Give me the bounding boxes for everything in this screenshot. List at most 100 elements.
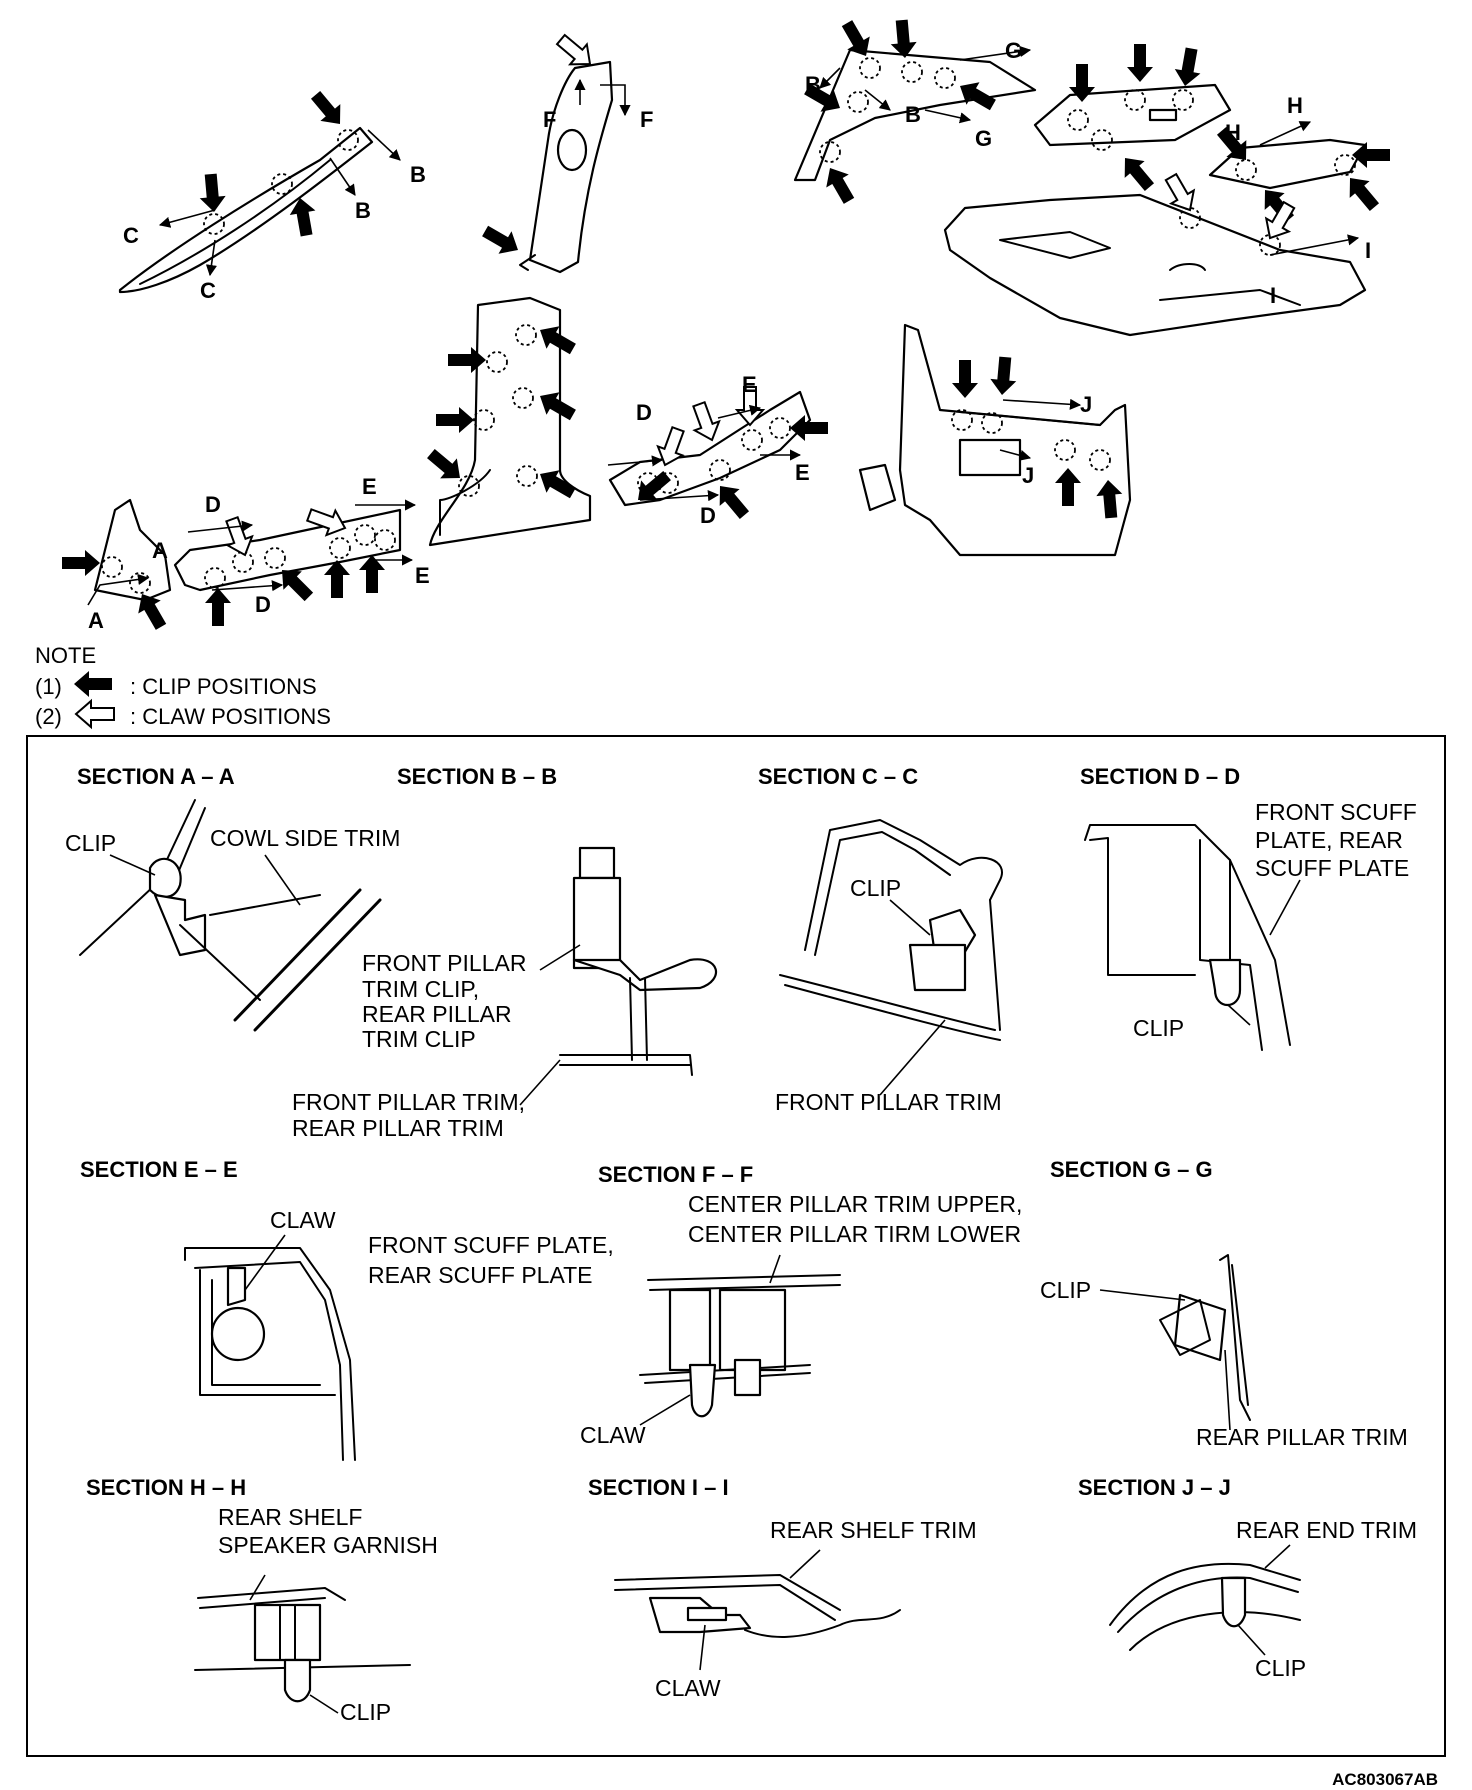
letter-d-3: D (636, 400, 652, 425)
section-b-label-3: REAR PILLAR (362, 1001, 512, 1027)
section-j-label-ret: REAR END TRIM (1236, 1517, 1417, 1543)
letter-f-1: F (543, 107, 556, 132)
letter-e-1: E (362, 474, 377, 499)
section-f-label-2: CENTER PILLAR TIRM LOWER (688, 1221, 1021, 1247)
center-pillar-trim-upper-part (478, 28, 614, 274)
section-b-label-6: REAR PILLAR TRIM (292, 1115, 504, 1141)
section-i-title: SECTION I – I (588, 1475, 729, 1500)
section-h-title: SECTION H – H (86, 1475, 246, 1500)
letter-d-4: D (700, 503, 716, 528)
section-d-label-2: PLATE, REAR (1255, 827, 1403, 853)
letter-b-3: B (805, 72, 821, 97)
letter-i-2: I (1270, 283, 1276, 308)
section-d-label-clip: CLIP (1133, 1015, 1184, 1041)
section-b-label-4: TRIM CLIP (362, 1026, 476, 1052)
section-c-c: SECTION C – C CLIP FRONT PILLAR TRIM (758, 764, 1003, 1115)
rear-shelf-speaker-garnish-right-part (1208, 122, 1390, 228)
letter-b-2: B (355, 198, 371, 223)
letter-c-2: C (200, 278, 216, 303)
letter-a-2: A (152, 538, 168, 563)
section-e-title: SECTION E – E (80, 1157, 238, 1182)
note-item-1-num: (1) (35, 674, 62, 699)
letter-a-1: A (88, 608, 104, 633)
letter-b-1: B (410, 162, 426, 187)
section-b-title: SECTION B – B (397, 764, 557, 789)
note-item-1-text: : CLIP POSITIONS (130, 674, 317, 699)
section-d-title: SECTION D – D (1080, 764, 1240, 789)
section-c-label-fpt: FRONT PILLAR TRIM (775, 1089, 1002, 1115)
rear-scuff-plate-part (608, 386, 828, 524)
note-item-2-text: : CLAW POSITIONS (130, 704, 331, 729)
note-legend: NOTE (1) : CLIP POSITIONS (2) : CLAW POS… (35, 643, 331, 729)
letter-i-1: I (1365, 238, 1371, 263)
section-c-label-clip: CLIP (850, 875, 901, 901)
section-c-title: SECTION C – C (758, 764, 918, 789)
rear-end-trim-part (858, 323, 1132, 557)
section-g-title: SECTION G – G (1050, 1157, 1213, 1182)
section-i-label-claw: CLAW (655, 1675, 721, 1701)
section-i-i: SECTION I – I REAR SHELF TRIM CLAW (588, 1475, 977, 1701)
section-g-label-clip: CLIP (1040, 1277, 1091, 1303)
section-e-e: SECTION E – E CLAW FRONT SCUFF PLATE, RE… (80, 1157, 614, 1461)
section-a-label-clip: CLIP (65, 830, 116, 856)
letter-d-2: D (255, 592, 271, 617)
section-h-label-2: SPEAKER GARNISH (218, 1532, 438, 1558)
letter-c-1: C (123, 223, 139, 248)
hollow-arrow-icon (75, 700, 115, 728)
section-e-label-1: FRONT SCUFF PLATE, (368, 1232, 614, 1258)
section-j-label-clip: CLIP (1255, 1655, 1306, 1681)
rear-shelf-speaker-garnish-part (1033, 44, 1232, 196)
section-d-label-1: FRONT SCUFF (1255, 799, 1417, 825)
section-h-label-clip: CLIP (340, 1699, 391, 1725)
section-a-a: SECTION A – A CLIP COWL SIDE TRIM (65, 764, 400, 1032)
section-b-label-1: FRONT PILLAR (362, 950, 526, 976)
note-item-2-num: (2) (35, 704, 62, 729)
section-b-b: SECTION B – B FRONT PILLAR TRIM CLIP, RE… (292, 764, 718, 1141)
section-f-label-1: CENTER PILLAR TRIM UPPER, (688, 1191, 1022, 1217)
section-e-label-claw: CLAW (270, 1207, 336, 1233)
rear-pillar-trim-part (793, 16, 1037, 208)
letter-f-2: F (640, 107, 653, 132)
letter-e-3: E (742, 372, 757, 397)
section-f-label-claw: CLAW (580, 1422, 646, 1448)
front-pillar-trim-part (118, 86, 374, 294)
letter-j-1: J (1080, 392, 1092, 417)
letter-h-1: H (1287, 93, 1303, 118)
section-b-label-5: FRONT PILLAR TRIM, (292, 1089, 525, 1115)
section-e-label-2: REAR SCUFF PLATE (368, 1262, 593, 1288)
letter-e-2: E (415, 563, 430, 588)
section-f-f: SECTION F – F CENTER PILLAR TRIM UPPER, … (580, 1162, 1022, 1448)
note-heading: NOTE (35, 643, 96, 668)
section-a-label-cowl: COWL SIDE TRIM (210, 825, 400, 851)
section-h-h: SECTION H – H REAR SHELF SPEAKER GARNISH… (86, 1475, 438, 1725)
letter-g-2: G (975, 126, 992, 151)
solid-arrow-icon (74, 671, 112, 697)
letter-d-1: D (205, 492, 221, 517)
section-letter-callouts: A A B B B B C C D D D D E E E E F F G G … (88, 38, 1371, 633)
exploded-view: A A B B B B C C D D D D E E E E F F G G … (62, 16, 1390, 634)
section-g-label-rpt: REAR PILLAR TRIM (1196, 1424, 1408, 1450)
document-code: AC803067AB (1332, 1770, 1438, 1789)
letter-g-1: G (1005, 38, 1022, 63)
center-pillar-trim-lower-part (422, 296, 592, 547)
section-a-title: SECTION A – A (77, 764, 235, 789)
cutting-plane-lines (87, 45, 1360, 606)
section-h-label-1: REAR SHELF (218, 1504, 362, 1530)
section-b-label-2: TRIM CLIP, (362, 976, 479, 1002)
section-j-title: SECTION J – J (1078, 1475, 1231, 1500)
section-j-j: SECTION J – J REAR END TRIM CLIP (1078, 1475, 1417, 1681)
letter-e-4: E (795, 460, 810, 485)
letter-j-2: J (1022, 463, 1034, 488)
cowl-side-trim-part (62, 498, 173, 634)
section-d-d: SECTION D – D FRONT SCUFF PLATE, REAR SC… (1080, 764, 1417, 1051)
letter-h-2: H (1225, 120, 1241, 145)
rear-shelf-trim-part (943, 169, 1367, 337)
sections-frame (26, 735, 1446, 1757)
front-scuff-plate-part (173, 501, 402, 626)
section-d-label-3: SCUFF PLATE (1255, 855, 1409, 881)
section-g-g: SECTION G – G CLIP REAR PILLAR TRIM (1040, 1157, 1408, 1450)
letter-b-4: B (905, 102, 921, 127)
section-i-label-rst: REAR SHELF TRIM (770, 1517, 977, 1543)
section-f-title: SECTION F – F (598, 1162, 753, 1187)
